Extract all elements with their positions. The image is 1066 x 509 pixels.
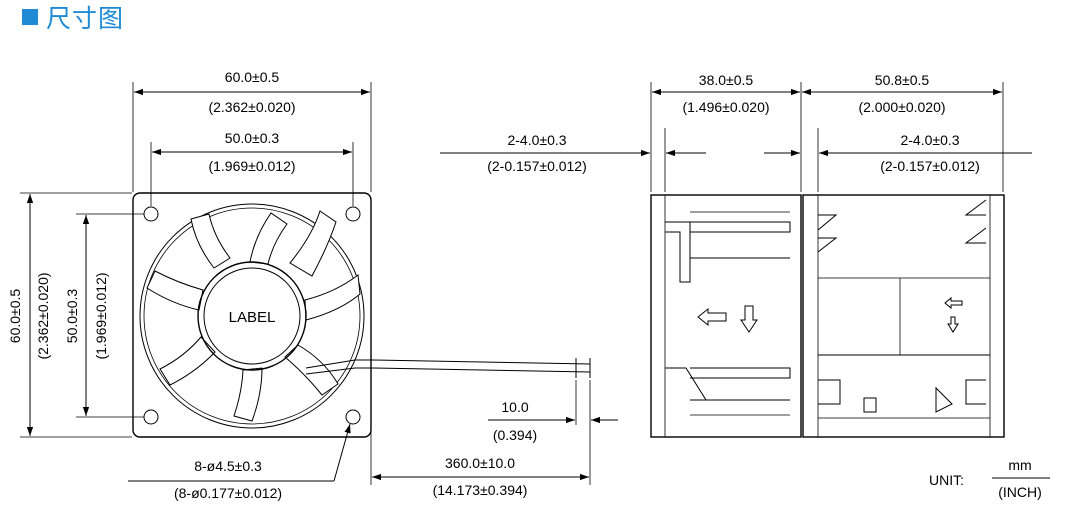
airflow-arrow-icon	[697, 296, 963, 333]
hub-label: LABEL	[229, 309, 276, 326]
left-flange-inch: (2-0.157±0.012)	[487, 158, 587, 174]
left-flange-mm: 2-4.0±0.3	[507, 132, 566, 148]
lead-length-mm: 360.0±10.0	[445, 455, 515, 471]
hole-dia-inch: (8-ø0.177±0.012)	[174, 485, 282, 501]
top-pitch-mm: 50.0±0.3	[225, 130, 280, 146]
top-overall-inch: (2.362±0.020)	[208, 99, 295, 115]
right-width-inch: (2.000±0.020)	[858, 99, 945, 115]
strip-length-mm: 10.0	[501, 399, 528, 415]
unit-legend: UNIT: mm (INCH)	[929, 457, 1050, 500]
side-view: 38.0±0.5 (1.496±0.020) 50.8±0.5 (2.000±0…	[440, 72, 1032, 438]
fan-hub	[197, 261, 307, 371]
fan-shroud	[139, 203, 365, 429]
left-overall-inch: (2.362±0.020)	[35, 272, 51, 359]
right-width-mm: 50.8±0.5	[875, 72, 930, 88]
right-flange-mm: 2-4.0±0.3	[900, 132, 959, 148]
left-pitch-mm: 50.0±0.3	[64, 289, 80, 344]
unit-secondary: (INCH)	[998, 484, 1042, 500]
left-overall-mm: 60.0±0.5	[7, 289, 23, 344]
strip-length-inch: (0.394)	[493, 427, 537, 443]
top-pitch-inch: (1.969±0.012)	[208, 158, 295, 174]
lead-wires	[305, 358, 591, 378]
title-text: 尺寸图	[46, 4, 125, 33]
hole-dia-mm: 8-ø4.5±0.3	[194, 458, 262, 474]
lead-length-inch: (14.173±0.394)	[433, 482, 528, 498]
top-overall-mm: 60.0±0.5	[225, 69, 280, 85]
front-view: LABEL 60.0±0.5 (2.362±0.020) 50.0±0.3 (1…	[7, 69, 618, 501]
left-width-mm: 38.0±0.5	[699, 72, 754, 88]
title-square-icon	[22, 9, 38, 25]
fan-frame	[132, 192, 372, 438]
unit-label: UNIT:	[929, 472, 964, 488]
section-title: 尺寸图	[22, 2, 125, 33]
side-body-right	[802, 194, 1005, 438]
unit-primary: mm	[1008, 457, 1031, 473]
side-body-left	[650, 194, 802, 438]
left-width-inch: (1.496±0.020)	[682, 99, 769, 115]
right-flange-inch: (2-0.157±0.012)	[880, 158, 980, 174]
left-pitch-inch: (1.969±0.012)	[93, 272, 109, 359]
fan-blades-icon	[146, 210, 361, 422]
